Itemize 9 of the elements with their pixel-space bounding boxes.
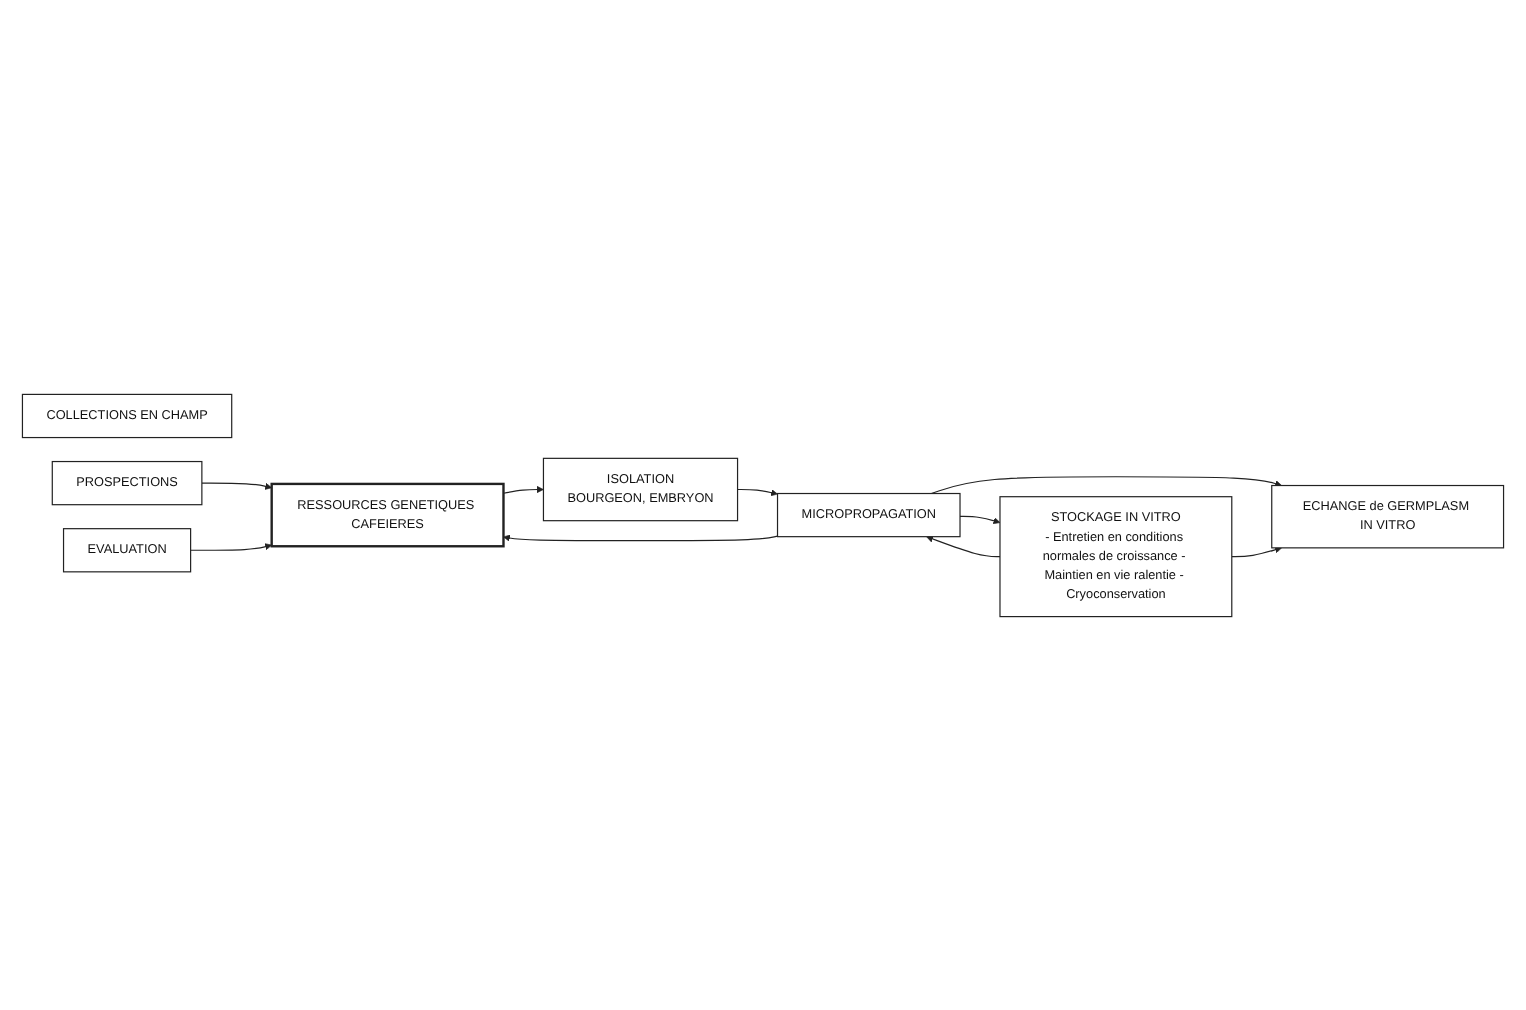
arrow: [502, 485, 544, 494]
arrow: [736, 488, 778, 496]
arrow: [926, 535, 1001, 557]
arrow: [930, 475, 1282, 494]
arrow: [503, 534, 779, 542]
arrow: [201, 482, 272, 490]
arrow: [1231, 545, 1282, 557]
arrow: [959, 515, 1001, 524]
arrow: [190, 542, 272, 551]
